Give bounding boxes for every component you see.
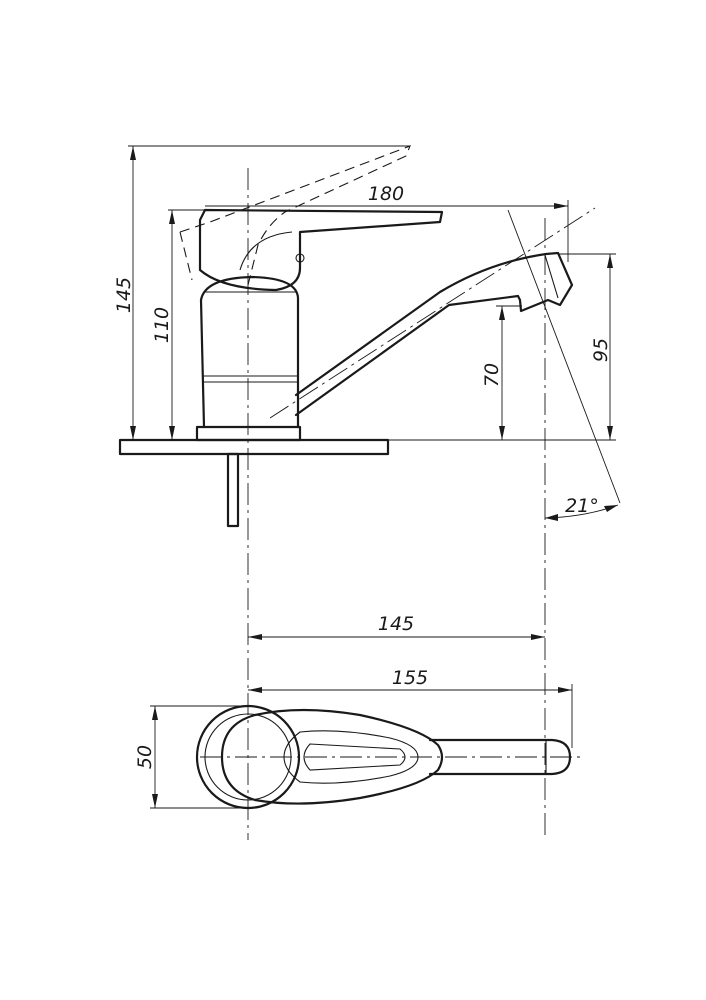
lever bbox=[198, 208, 444, 292]
lever-screw bbox=[295, 253, 305, 263]
body-ring bbox=[195, 425, 302, 442]
angle-arrow-right bbox=[604, 505, 618, 512]
dim-50-arrow-bottom bbox=[152, 794, 158, 808]
dim-145-arrow-bottom bbox=[130, 426, 136, 440]
dim-145-height-label: 145 bbox=[113, 277, 135, 313]
dim-145-center-label: 145 bbox=[378, 613, 414, 635]
dim-145h-arrow-right bbox=[531, 634, 545, 640]
dim-95-top-label: 95 bbox=[590, 338, 612, 362]
top-lever-grip bbox=[303, 743, 406, 771]
dim-50-width-label: 50 bbox=[134, 745, 156, 769]
horizontal-dimensions: 145 155 bbox=[248, 613, 573, 748]
dim-110-height-label: 110 bbox=[151, 307, 173, 343]
dim-70-arrow-bottom bbox=[499, 426, 505, 440]
dim-180-arrow-right bbox=[554, 203, 568, 209]
dim-145h-arrow-left bbox=[248, 634, 262, 640]
lever-open-position bbox=[179, 145, 411, 286]
body-cylinder bbox=[199, 275, 300, 429]
angle-arrow-left bbox=[545, 514, 558, 521]
dim-50-arrow-top bbox=[152, 706, 158, 720]
top-view: 50 bbox=[134, 704, 580, 810]
spout-tip-line bbox=[544, 254, 559, 299]
dim-95-arrow-top bbox=[607, 254, 613, 268]
dim-145-arrow-top bbox=[130, 146, 136, 160]
angle-label: 21° bbox=[565, 495, 599, 517]
top-lever-outer bbox=[220, 708, 444, 805]
angle-reference-line bbox=[507, 209, 621, 504]
dim-110-arrow-top bbox=[169, 210, 175, 224]
dim-95-arrow-bottom bbox=[607, 426, 613, 440]
dim-155-tip-label: 155 bbox=[392, 667, 428, 689]
dim-155-arrow-left bbox=[248, 687, 262, 693]
lever-inner-curve bbox=[239, 231, 293, 271]
mounting-stud bbox=[226, 452, 240, 528]
dim-180-reach-label: 180 bbox=[368, 183, 404, 205]
dim-70-arrow-top bbox=[499, 306, 505, 320]
spout bbox=[294, 251, 574, 417]
dim-110-arrow-bottom bbox=[169, 426, 175, 440]
spout-axis-line bbox=[269, 207, 596, 419]
dim-155-arrow-right bbox=[558, 687, 572, 693]
dim-70-outlet-label: 70 bbox=[481, 363, 503, 387]
base-plate bbox=[118, 438, 390, 456]
side-view: 145 110 180 70 95 21° bbox=[113, 145, 621, 840]
